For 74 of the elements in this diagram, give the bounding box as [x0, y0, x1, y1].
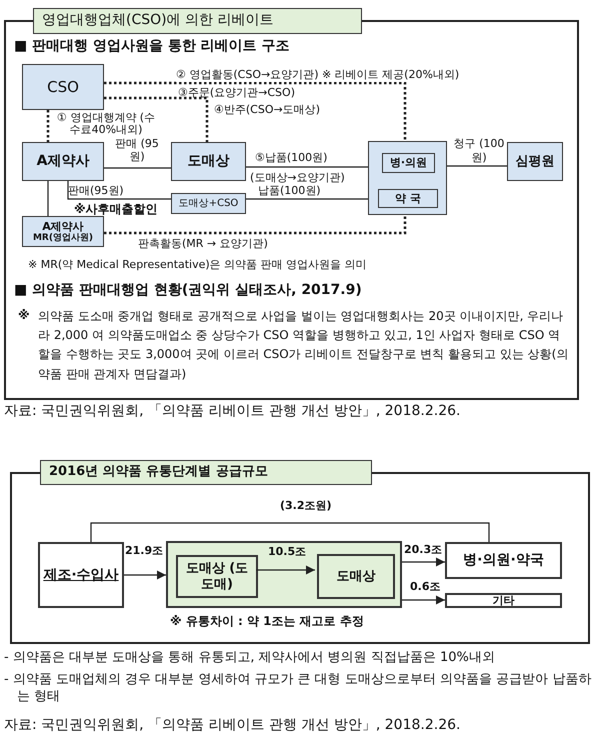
node-label: 영업대행업체(CSO)에 의한 리베이트 — [42, 12, 274, 29]
process-box — [445, 593, 562, 608]
connector-line — [67, 181, 171, 200]
node-label: 도매상 — [188, 153, 230, 170]
dotted-connector — [104, 215, 406, 234]
edge-label: 판촉활동(MR → 요양기관) — [138, 237, 268, 251]
node-label: A제약사 — [36, 153, 90, 170]
footnote: ※ 유통차이 : 약 1조는 재고로 추정 — [170, 614, 364, 630]
group-box — [368, 141, 447, 215]
section-header — [40, 460, 372, 485]
process-box — [171, 193, 246, 214]
node-label: 제조·수입사 — [43, 566, 119, 584]
text-label: ③주문(요양기관→CSO) — [178, 86, 295, 100]
process-box — [38, 542, 124, 608]
footnote: ※ MR(약 Medical Representative)은 의약품 판매 영업사원을 의미 — [28, 258, 367, 272]
arrow — [402, 596, 445, 604]
node-label: 약 국 — [395, 192, 421, 206]
edge-label: 청구 (100원) — [453, 137, 505, 164]
connector-line — [47, 181, 49, 216]
connector-line — [246, 166, 368, 168]
node-label: MR(영업사원) — [32, 232, 94, 244]
process-box — [317, 554, 395, 599]
edge-label: ② 영업활동(CSO→요양기관) ※ 리베이트 제공(20%내외) — [176, 68, 460, 82]
dotted-connector — [104, 96, 208, 142]
process-box — [507, 142, 563, 181]
arrow — [402, 558, 445, 566]
arrow — [256, 566, 315, 574]
section-header — [33, 8, 362, 34]
edge-label: 0.6조 — [410, 580, 440, 594]
arrow — [124, 570, 166, 580]
node-label: CSO — [47, 78, 79, 96]
dotted-connector — [104, 82, 406, 141]
node-label: 2016년 의약품 유통단계별 공급규모 — [49, 464, 268, 480]
text-label: (도매상→요양기관) — [250, 171, 345, 186]
bullet-text: - 의약품은 대부분 도매상을 통해 유통되고, 제약사에서 병의원 직접납품은 10%내외 — [4, 650, 496, 667]
dotted-connector — [46, 110, 50, 142]
node-label: 도매상+CSO — [178, 198, 238, 210]
node-label: 도매상 — [336, 568, 376, 584]
text-label: ※사후매출할인 — [74, 202, 158, 218]
note-paragraph: 의약품 도소매 중개업 형태로 공개적으로 사업을 벌이는 영업대행회사는 20곳 이내이지만, 우리나라 2,000 여 의약품도매업소 중 상당수가 CSO 역할을 병행하고 있고, 1인 사업자 형태로 CSO 역할을 수행하는 곳도 3,000여 곳에 이르러 CSO가 리베이트 전달창구로 변칙 활용되고 있는 상황(의약품 판매 관계자 면담결과) — [38, 308, 570, 383]
bullet-text: - 의약품 도매업체의 경우 대부분 영세하여 규모가 큰 대형 도매상으로부터 의약품을 공급받아 납품하는 형태 — [4, 672, 592, 706]
source-note: 자료: 국민권익위원회, 「의약품 리베이트 관행 개선 방안」, 2018.2.26. — [4, 716, 460, 734]
connector-line — [104, 167, 171, 169]
group-box — [166, 541, 402, 608]
node-label: A제약사 — [42, 220, 84, 232]
edge-label: 10.5조 — [268, 545, 306, 559]
process-box — [22, 142, 104, 181]
node-label: 기타 — [492, 594, 514, 608]
edge-label: 20.3조 — [404, 543, 442, 557]
connector-line — [447, 165, 507, 167]
node-label: 병·의원 — [390, 156, 428, 170]
text-label: 판매(95원) — [68, 184, 124, 198]
edge-label: ⑤납품(100원) — [255, 151, 328, 165]
process-box — [22, 216, 104, 247]
process-box — [176, 555, 258, 598]
text-label: ■ 판매대행 영업사원을 통한 리베이트 구조 — [14, 37, 290, 56]
source-note: 자료: 국민권익위원회, 「의약품 리베이트 관행 개선 방안」, 2018.2.26. — [4, 402, 460, 420]
node-label: 병·의원·약국 — [463, 552, 544, 569]
note-mark: ※ — [18, 308, 30, 324]
node-label: 도매상 (도도매) — [184, 560, 250, 592]
node-label: 심평원 — [516, 154, 554, 170]
edge-label: (3.2조원) — [280, 499, 332, 513]
edge-label: 납품(100원) — [258, 184, 321, 198]
edge-label: 21.9조 — [125, 544, 164, 558]
process-box — [378, 189, 438, 208]
text-label: ■ 의약품 판매대행업 현황(권익위 실태조사, 2017.9) — [14, 281, 362, 300]
connector-line — [90, 522, 490, 542]
process-box — [22, 64, 104, 110]
connector-line — [246, 198, 368, 200]
process-box — [445, 542, 562, 579]
process-box — [171, 142, 246, 181]
process-box — [382, 153, 435, 173]
edge-label: ④반주(CSO→도매상) — [214, 103, 320, 117]
edge-label: ① 영업대행계약 (수수료40%내외) — [56, 112, 156, 136]
